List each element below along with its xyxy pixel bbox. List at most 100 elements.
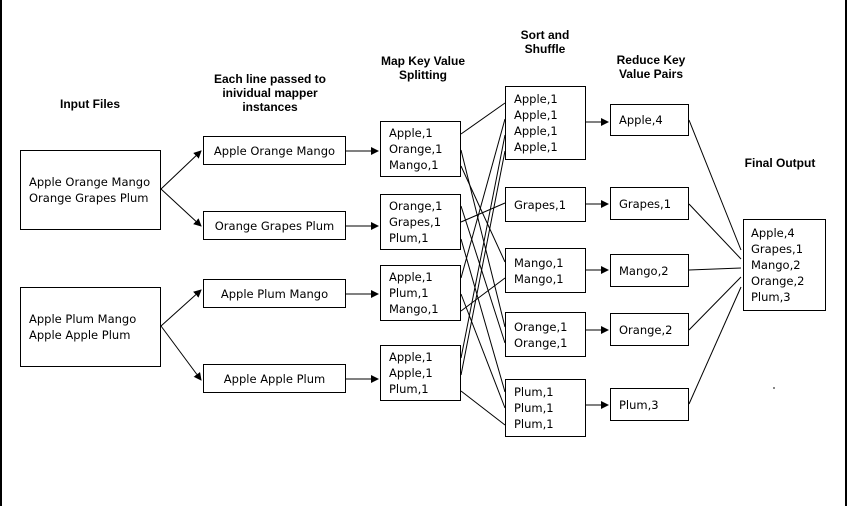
- edge-map2-grapes: [460, 202, 506, 223]
- header-map: Map Key Value Splitting: [368, 54, 478, 82]
- map-output-1-pair-1: Apple,1: [389, 126, 433, 140]
- reduce-orange-value: Orange,2: [619, 322, 673, 337]
- shuffle-mango-pair-2: Mango,1: [514, 271, 564, 286]
- reduce-plum-value: Plum,3: [619, 397, 659, 412]
- input-file-1: Apple Orange Mango Orange Grapes Plum: [20, 150, 161, 230]
- edge-input1-line1: [160, 150, 202, 190]
- mapper-line-4: Apple Apple Plum: [203, 364, 346, 393]
- header-sort-l2: Shuffle: [524, 42, 566, 56]
- header-reduce: Reduce Key Value Pairs: [596, 53, 706, 81]
- map-output-4: Apple,1 Apple,1 Plum,1: [380, 345, 461, 401]
- shuffle-plum-pair-3: Plum,1: [514, 417, 554, 431]
- edge-map2-orange: [460, 205, 506, 344]
- left-border: [0, 0, 2, 506]
- header-lines-l3: instances: [242, 100, 298, 114]
- edge-reduce-final-plum: [688, 286, 742, 405]
- mapper-line-3-text: Apple Plum Mango: [220, 286, 329, 301]
- reduce-output-grapes: Grapes,1: [610, 187, 689, 220]
- final-output-grapes: Grapes,1: [751, 242, 804, 256]
- header-lines-l2: inividual mapper: [222, 86, 318, 100]
- input-file-1-line-1: Apple Orange Mango: [29, 175, 151, 189]
- input-file-2: Apple Plum Mango Apple Apple Plum: [20, 287, 161, 367]
- shuffle-apple-pair-1: Apple,1: [514, 92, 558, 106]
- edge-map3-mango: [460, 277, 506, 312]
- header-sort-l1: Sort and: [520, 28, 570, 42]
- map-output-4-pair-1: Apple,1: [389, 350, 433, 364]
- edge-input2-line3: [160, 289, 202, 327]
- shuffle-plum-pair-2: Plum,1: [514, 401, 554, 415]
- map-output-1-pair-2: Orange,1: [389, 142, 443, 156]
- map-output-2: Orange,1 Grapes,1 Plum,1: [380, 194, 461, 250]
- edge-map3-apple: [460, 118, 506, 279]
- edge-map4-plum: [460, 390, 506, 426]
- edge-reduce-final-mango: [688, 267, 742, 271]
- reduce-output-orange: Orange,2: [610, 313, 689, 346]
- edge-reduce-final-apple: [688, 119, 742, 251]
- edge-map4-apple2: [460, 150, 506, 376]
- header-reduce-l1: Reduce Key: [616, 53, 686, 67]
- shuffle-plum-pair-1: Plum,1: [514, 385, 554, 399]
- edge-map1-mango: [460, 165, 506, 263]
- shuffle-group-plum: Plum,1 Plum,1 Plum,1: [505, 379, 586, 437]
- shuffle-group-apple: Apple,1 Apple,1 Apple,1 Apple,1: [505, 86, 586, 160]
- stray-dot: [773, 387, 775, 389]
- header-map-l2: Splitting: [399, 68, 447, 82]
- map-output-2-pair-2: Grapes,1: [389, 215, 442, 229]
- shuffle-orange-pair-1: Orange,1: [514, 319, 568, 334]
- map-output-4-pair-2: Apple,1: [389, 366, 433, 380]
- header-lines-l1: Each line passed to: [213, 72, 327, 86]
- shuffle-group-mango: Mango,1 Mango,1: [505, 248, 586, 293]
- header-reduce-l2: Value Pairs: [618, 67, 684, 81]
- header-lines: Each line passed to inividual mapper ins…: [196, 72, 344, 114]
- reduce-output-apple: Apple,4: [610, 104, 689, 136]
- reduce-apple-value: Apple,4: [619, 113, 663, 127]
- input-file-2-line-2: Apple Apple Plum: [29, 328, 131, 342]
- edge-reduce-final-orange: [688, 276, 742, 331]
- input-file-1-line-2: Orange Grapes Plum: [29, 191, 149, 205]
- reduce-mango-value: Mango,2: [619, 263, 669, 278]
- shuffle-grapes-pair-1: Grapes,1: [514, 197, 567, 212]
- map-output-1: Apple,1 Orange,1 Mango,1: [380, 121, 461, 177]
- shuffle-apple-pair-2: Apple,1: [514, 108, 558, 122]
- final-output: Apple,4 Grapes,1 Mango,2 Orange,2 Plum,3: [743, 219, 826, 311]
- mapper-line-3: Apple Plum Mango: [203, 279, 346, 308]
- final-output-orange: Orange,2: [751, 274, 805, 288]
- map-output-4-pair-3: Plum,1: [389, 382, 429, 396]
- reduce-output-mango: Mango,2: [610, 254, 689, 287]
- edge-reduce-final-grapes: [688, 203, 742, 260]
- shuffle-mango-pair-1: Mango,1: [514, 255, 564, 270]
- map-output-2-pair-1: Orange,1: [389, 199, 443, 213]
- map-output-3-pair-3: Mango,1: [389, 302, 439, 316]
- final-output-plum: Plum,3: [751, 290, 791, 304]
- header-input-files: Input Files: [60, 97, 120, 111]
- reduce-grapes-value: Grapes,1: [619, 196, 672, 211]
- edge-map2-plum: [460, 238, 506, 393]
- edge-map1-orange: [460, 149, 506, 328]
- input-file-2-line-1: Apple Plum Mango: [29, 312, 137, 326]
- right-border: [845, 0, 847, 506]
- shuffle-orange-pair-2: Orange,1: [514, 335, 568, 350]
- map-output-3-pair-2: Plum,1: [389, 286, 429, 300]
- mapper-line-2: Orange Grapes Plum: [203, 211, 346, 240]
- mapper-line-1-text: Apple Orange Mango: [213, 143, 336, 158]
- map-output-1-pair-3: Mango,1: [389, 158, 439, 172]
- mapper-line-2-text: Orange Grapes Plum: [214, 218, 335, 233]
- edge-map4-apple1: [460, 134, 506, 359]
- edge-input2-line4: [160, 325, 202, 381]
- mapper-line-1: Apple Orange Mango: [203, 136, 346, 165]
- header-final: Final Output: [744, 156, 816, 170]
- final-output-mango: Mango,2: [751, 258, 801, 272]
- map-output-3: Apple,1 Plum,1 Mango,1: [380, 265, 461, 321]
- reduce-output-plum: Plum,3: [610, 388, 689, 421]
- mapper-line-4-text: Apple Apple Plum: [223, 371, 326, 386]
- header-map-l1: Map Key Value: [380, 54, 466, 68]
- map-output-2-pair-3: Plum,1: [389, 231, 429, 245]
- map-output-3-pair-1: Apple,1: [389, 270, 433, 284]
- final-output-apple: Apple,4: [751, 226, 795, 240]
- shuffle-apple-pair-4: Apple,1: [514, 140, 558, 154]
- shuffle-group-grapes: Grapes,1: [505, 187, 586, 222]
- shuffle-apple-pair-3: Apple,1: [514, 124, 558, 138]
- edge-map1-apple: [460, 102, 506, 135]
